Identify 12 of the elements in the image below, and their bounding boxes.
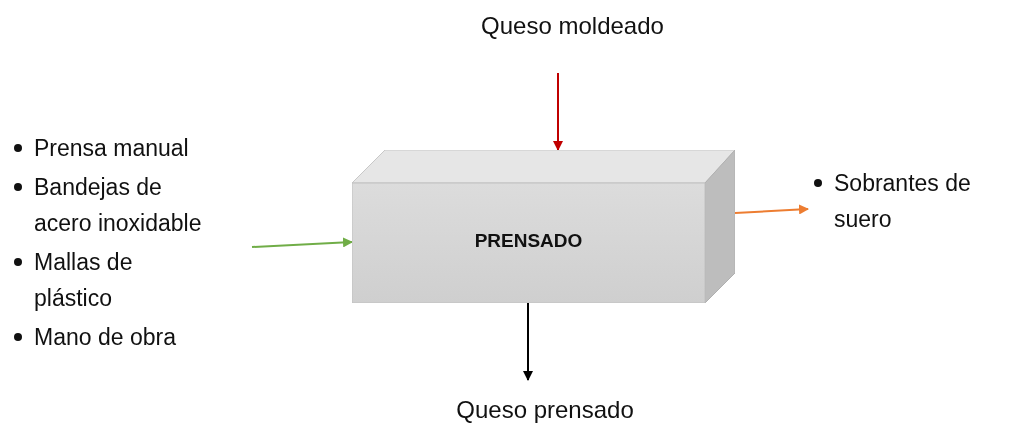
bullet-item: Prensa manual — [34, 134, 190, 163]
bullet-item: Bandejas de acero inoxidable — [34, 173, 203, 238]
process-label: PRENSADO — [473, 230, 584, 252]
bullet-item: Mano de obra — [34, 323, 177, 352]
arrow — [251, 237, 353, 248]
output-label: Queso prensado — [455, 396, 635, 424]
arrow — [523, 302, 533, 381]
arrow — [553, 72, 563, 151]
bullet-item: Sobrantes de suero — [834, 169, 972, 234]
arrow — [734, 204, 809, 215]
bullet-item: Mallas de plástico — [34, 248, 134, 313]
input-label: Queso moldeado — [480, 12, 665, 40]
